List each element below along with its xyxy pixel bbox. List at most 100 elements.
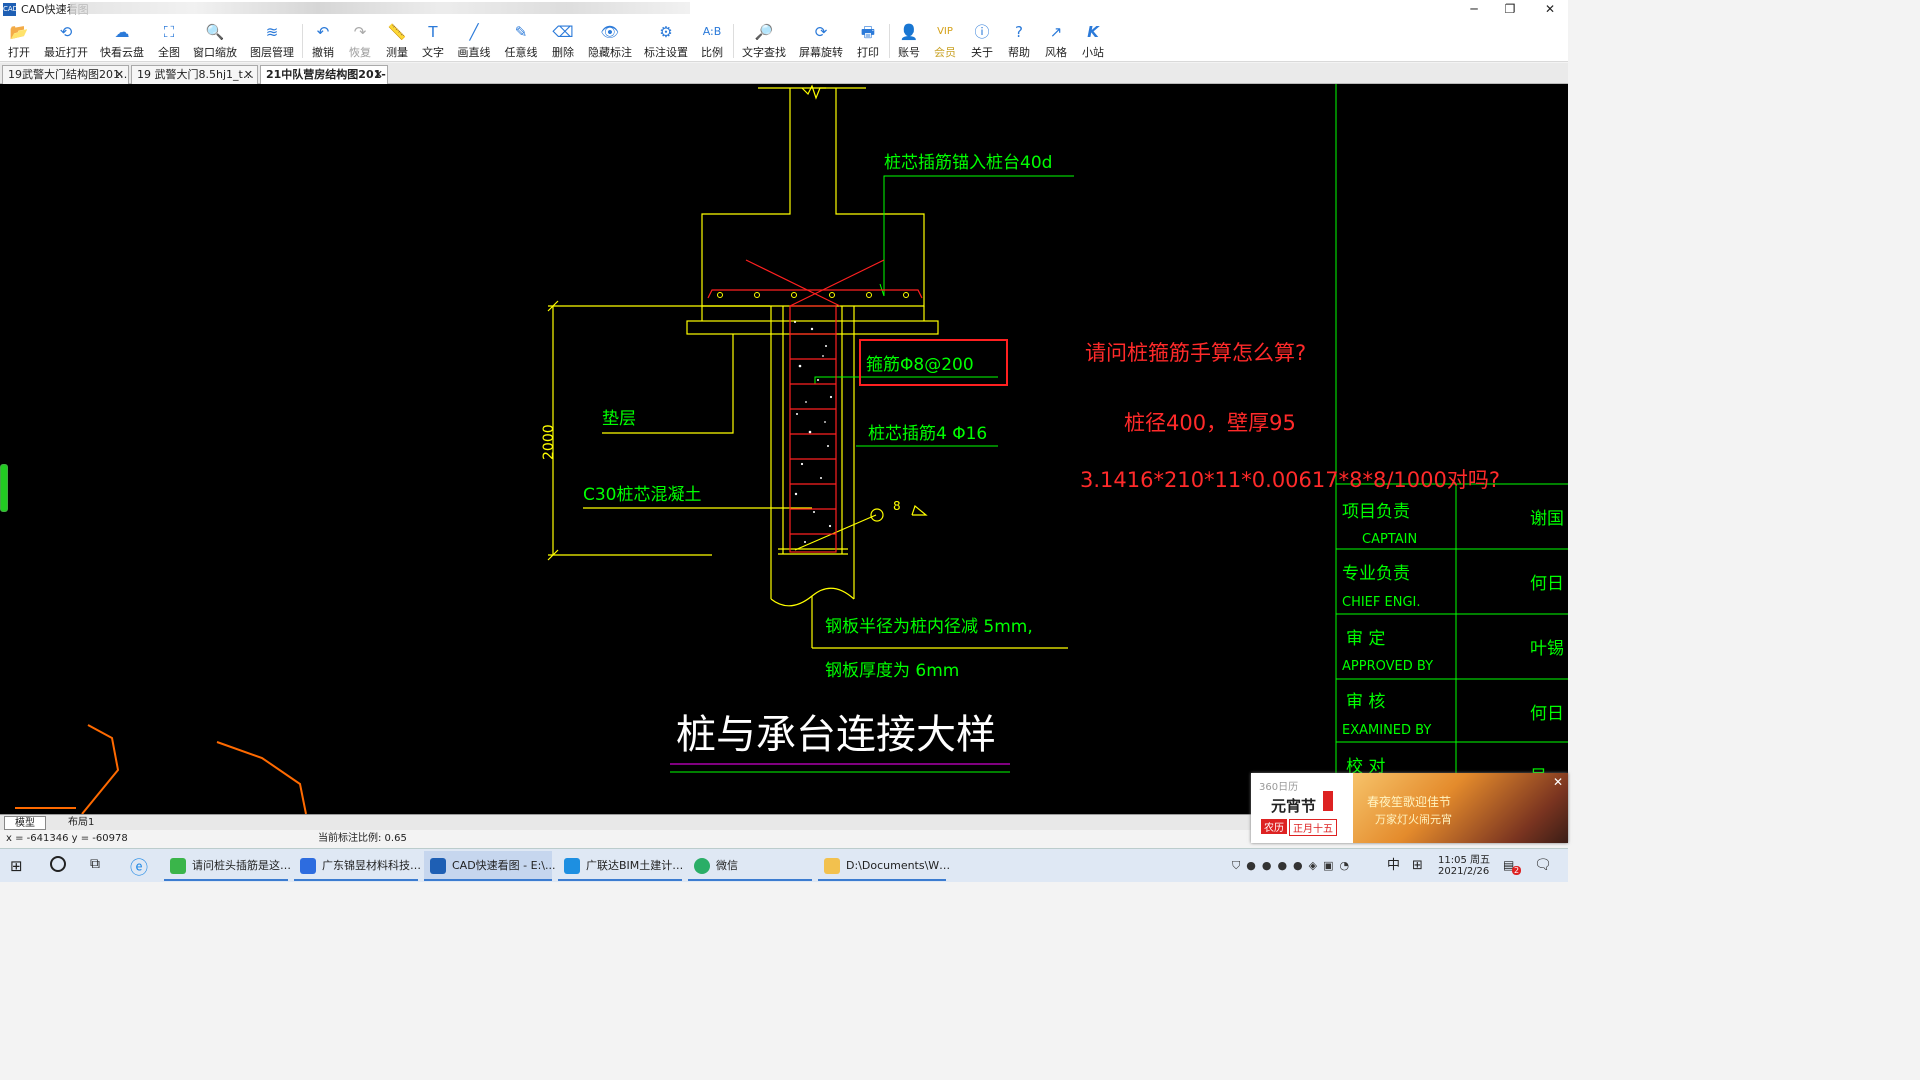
close-tab-icon[interactable]: ✕ bbox=[373, 68, 383, 81]
clock-date[interactable]: 2021/2/26 bbox=[1438, 866, 1490, 877]
redo-button[interactable]: ↷恢复 bbox=[345, 22, 375, 60]
dimension-tag: 8 bbox=[893, 499, 901, 513]
drawing-canvas[interactable]: 桩芯插筋锚入桩台40d 箍筋Φ8@200 垫层 桩芯插筋4 Φ16 C30桩芯混… bbox=[0, 84, 1568, 814]
app-logo-icon: CAD bbox=[3, 2, 18, 16]
fit-all-button[interactable]: ⛶全图 bbox=[154, 22, 184, 60]
account-button[interactable]: 👤账号 bbox=[894, 22, 924, 60]
zoom-window-button[interactable]: 🔍窗口缩放 bbox=[193, 23, 237, 59]
freehand-button[interactable]: ✎任意线 bbox=[501, 22, 541, 60]
text-search-button[interactable]: 🔎文字查找 bbox=[742, 23, 786, 59]
taskbar: ⊞ ⧉ ⓔ 请问桩头插筋是这… 广东锦昱材料科技… CAD快速看图 - E:\.… bbox=[0, 848, 1568, 882]
banner-line-2: 万家灯火闹元宵 bbox=[1375, 813, 1452, 826]
undo-button[interactable]: ↶撤销 bbox=[308, 22, 338, 60]
taskbar-item-v-app[interactable]: 广东锦昱材料科技… bbox=[294, 851, 421, 881]
notification-badge: 2 bbox=[1512, 866, 1522, 875]
task-view-icon[interactable]: ⧉ bbox=[90, 856, 100, 872]
windows-start-icon[interactable]: ⊞ bbox=[10, 857, 23, 875]
ime-indicator[interactable]: 中 bbox=[1387, 858, 1401, 873]
measure-button[interactable]: 📏测量 bbox=[382, 22, 412, 60]
titleblock-label-cn: 审 核 bbox=[1346, 692, 1385, 712]
titleblock-label-cn: 审 定 bbox=[1346, 629, 1385, 649]
close-tab-icon[interactable]: ✕ bbox=[243, 68, 253, 81]
blurred-title-area bbox=[70, 2, 690, 14]
restore-button[interactable]: ❐ bbox=[1504, 2, 1516, 16]
popup-lunar-tag: 农历 bbox=[1261, 819, 1287, 834]
tab-model[interactable]: 模型 bbox=[4, 816, 46, 830]
style-icon: ↗ bbox=[1049, 23, 1063, 41]
main-toolbar: 📂打开 ⟲最近打开 ☁快看云盘 ⛶全图 🔍窗口缩放 ≋图层管理 ↶撤销 ↷恢复 … bbox=[0, 18, 1568, 62]
recent-button[interactable]: ⟲最近打开 bbox=[44, 23, 88, 59]
layers-button[interactable]: ≋图层管理 bbox=[250, 23, 294, 59]
folder-open-icon: 📂 bbox=[9, 23, 29, 41]
open-button[interactable]: 📂打开 bbox=[4, 22, 34, 60]
annotation-rebar: 桩芯插筋4 Φ16 bbox=[868, 424, 987, 444]
hide-annotation-button[interactable]: 👁隐藏标注 bbox=[588, 23, 632, 59]
action-center-icon[interactable]: 🗨 bbox=[1534, 857, 1552, 873]
tab-layout1[interactable]: 布局1 bbox=[68, 817, 95, 828]
tab-document-3[interactable]: 21中队营房结构图201-✕ bbox=[260, 65, 388, 84]
annotation-concrete: C30桩芯混凝土 bbox=[583, 485, 702, 505]
cad-drawing: 桩芯插筋锚入桩台40d 箍筋Φ8@200 垫层 桩芯插筋4 Φ16 C30桩芯混… bbox=[15, 84, 1568, 814]
minimize-button[interactable]: ─ bbox=[1470, 2, 1478, 16]
wechat-icon bbox=[694, 858, 710, 874]
rotate-screen-button[interactable]: ⟳屏幕旋转 bbox=[799, 23, 843, 59]
annotation-cushion: 垫层 bbox=[602, 409, 636, 429]
draw-line-button[interactable]: ╱画直线 bbox=[455, 22, 493, 60]
annotation-stirrup: 箍筋Φ8@200 bbox=[866, 355, 974, 375]
festival-stamp-icon bbox=[1323, 791, 1333, 811]
close-tab-icon[interactable]: ✕ bbox=[114, 68, 124, 81]
annotation-scale: 当前标注比例: 0.65 bbox=[318, 833, 407, 844]
titleblock-label-en: APPROVED BY bbox=[1342, 659, 1433, 674]
popup-festival: 元宵节 bbox=[1271, 797, 1317, 815]
ime-mode-icon[interactable]: ⊞ bbox=[1412, 858, 1423, 873]
freehand-icon: ✎ bbox=[514, 23, 528, 41]
zoom-window-icon: 🔍 bbox=[205, 23, 225, 41]
annotation-settings-button[interactable]: ⚙标注设置 bbox=[644, 23, 688, 59]
system-tray-icons[interactable]: ⛉●●●●◈▣◔ bbox=[1232, 859, 1356, 872]
titleblock-label-en: CAPTAIN bbox=[1362, 532, 1417, 547]
side-scroll-handle[interactable] bbox=[0, 464, 8, 512]
titleblock-label-en: EXAMINED BY bbox=[1342, 723, 1431, 738]
dimension-length: 2000 bbox=[541, 424, 557, 460]
taskbar-item-glodon[interactable]: 广联达BIM土建计… bbox=[558, 851, 683, 881]
taskbar-item-browser[interactable]: 请问桩头插筋是这… bbox=[164, 851, 291, 881]
banner-line-1: 春夜笙歌迎佳节 bbox=[1367, 795, 1452, 809]
history-icon: ⟲ bbox=[59, 23, 73, 41]
print-button[interactable]: 🖶打印 bbox=[853, 22, 883, 60]
search-circle-icon[interactable] bbox=[50, 856, 66, 872]
titleblock-name: 何日 bbox=[1530, 574, 1564, 594]
taskbar-item-cad[interactable]: CAD快速看图 - E:\... bbox=[424, 851, 556, 881]
clock-time[interactable]: 11:05 周五 bbox=[1438, 855, 1490, 866]
titleblock-label-cn: 项目负责 bbox=[1342, 502, 1410, 522]
titleblock-label-en: CHIEF ENGI. bbox=[1342, 595, 1421, 610]
print-icon: 🖶 bbox=[860, 23, 876, 41]
popup-banner[interactable]: 春夜笙歌迎佳节 万家灯火闹元宵 ✕ bbox=[1353, 773, 1568, 843]
undo-icon: ↶ bbox=[316, 23, 330, 41]
ie-browser-icon[interactable]: ⓔ bbox=[130, 858, 148, 879]
text-search-icon: 🔎 bbox=[754, 23, 774, 41]
tab-document-1[interactable]: 19武警大门结构图201…✕ bbox=[2, 65, 129, 84]
taskbar-item-wechat[interactable]: 微信 bbox=[688, 851, 812, 881]
line-icon: ╱ bbox=[469, 23, 479, 41]
close-button[interactable]: ✕ bbox=[1544, 2, 1556, 16]
account-icon: 👤 bbox=[899, 23, 919, 41]
popup-brand: 360日历 bbox=[1259, 782, 1299, 793]
tab-document-2[interactable]: 19 武警大门8.5hj1_t…✕ bbox=[131, 65, 258, 84]
help-button[interactable]: ?帮助 bbox=[1004, 22, 1034, 60]
style-button[interactable]: ↗风格 bbox=[1041, 22, 1071, 60]
cloud-button[interactable]: ☁快看云盘 bbox=[100, 23, 144, 59]
browser-icon bbox=[170, 858, 186, 874]
v-app-icon bbox=[300, 858, 316, 874]
delete-button[interactable]: ⌫删除 bbox=[548, 22, 578, 60]
calendar-popup[interactable]: 360日历 元宵节 农历 正月十五 春夜笙歌迎佳节 万家灯火闹元宵 ✕ bbox=[1251, 773, 1568, 843]
popup-close-icon[interactable]: ✕ bbox=[1552, 775, 1563, 789]
taskbar-item-folder[interactable]: D:\Documents\W… bbox=[818, 851, 950, 881]
cursor-coordinates: x = -641346 y = -60978 bbox=[6, 833, 128, 844]
notification-icon[interactable]: ▤ bbox=[1503, 858, 1515, 872]
redo-icon: ↷ bbox=[353, 23, 367, 41]
